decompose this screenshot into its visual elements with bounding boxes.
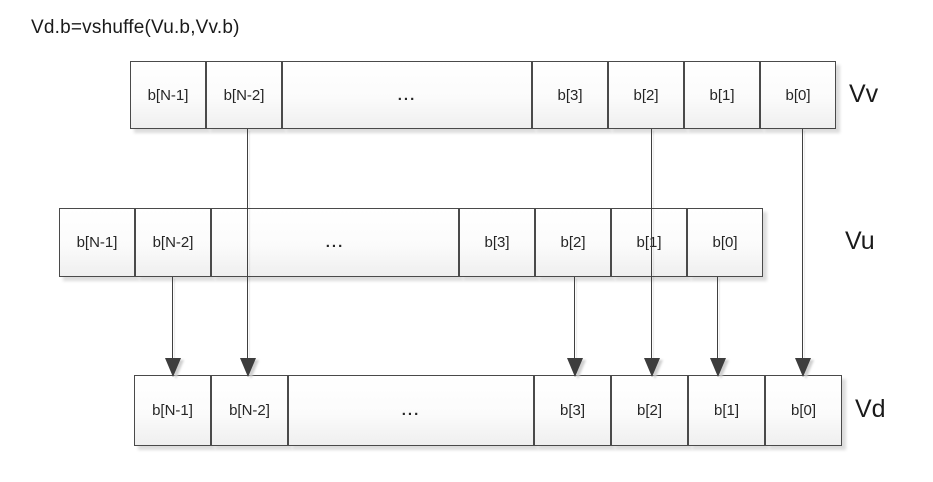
arrowhead-down-icon [709, 358, 726, 377]
vu-cell-b3: b[3] [459, 208, 535, 277]
register-row-vd: b[N-1] b[N-2] ... b[3] b[2] b[1] b[0] [134, 375, 842, 446]
register-row-vv: b[N-1] b[N-2] ... b[3] b[2] b[1] b[0] [130, 61, 836, 129]
vd-cell-b2: b[2] [611, 375, 688, 446]
vv-cell-b0: b[0] [760, 61, 836, 129]
vu-cell-bN2: b[N-2] [135, 208, 211, 277]
vd-cell-b0: b[0] [765, 375, 842, 446]
vu-cell-bN1: b[N-1] [59, 208, 135, 277]
vu-cell-ellipsis: ... [211, 208, 459, 277]
vd-cell-bN2: b[N-2] [211, 375, 288, 446]
arrow-shaft [717, 277, 718, 359]
arrow-shaft [651, 129, 652, 359]
register-row-vu: b[N-1] b[N-2] ... b[3] b[2] b[1] b[0] [59, 208, 763, 277]
vu-cell-b1: b[1] [611, 208, 687, 277]
vv-cell-bN2: b[N-2] [206, 61, 282, 129]
vv-cell-b1: b[1] [684, 61, 760, 129]
vd-cell-b3: b[3] [534, 375, 611, 446]
arrow-shaft [802, 129, 803, 359]
arrowhead-down-icon [566, 358, 583, 377]
arrowhead-down-icon [239, 358, 256, 377]
vu-cell-b2: b[2] [535, 208, 611, 277]
vv-cell-bN1: b[N-1] [130, 61, 206, 129]
arrow-shaft [247, 129, 248, 359]
vd-cell-bN1: b[N-1] [134, 375, 211, 446]
vu-register-label: Vu [845, 227, 875, 255]
vv-register-label: Vv [849, 80, 879, 108]
vv-cell-b3: b[3] [532, 61, 608, 129]
vv-cell-b2: b[2] [608, 61, 684, 129]
vu-cell-b0: b[0] [687, 208, 763, 277]
vv-cell-ellipsis: ... [282, 61, 532, 129]
vd-cell-ellipsis: ... [288, 375, 534, 446]
vd-cell-b1: b[1] [688, 375, 765, 446]
arrowhead-down-icon [643, 358, 660, 377]
arrow-shaft [172, 277, 173, 359]
arrow-shaft [574, 277, 575, 359]
diagram-title: Vd.b=vshuffe(Vu.b,Vv.b) [31, 17, 240, 38]
vd-register-label: Vd [855, 395, 886, 423]
arrowhead-down-icon [794, 358, 811, 377]
arrowhead-down-icon [164, 358, 181, 377]
